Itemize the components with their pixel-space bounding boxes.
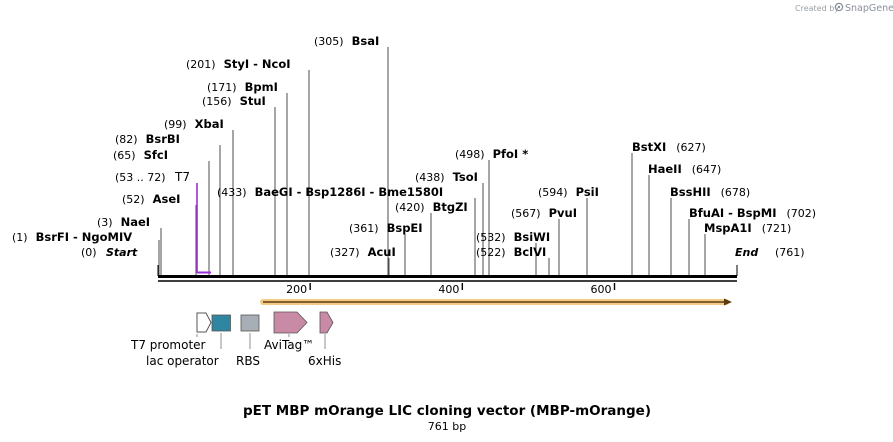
site-label-bstxi[interactable]: BstXI(627) bbox=[632, 140, 706, 154]
site-label-haeii[interactable]: HaeII(647) bbox=[648, 162, 721, 176]
rbs-label: RBS bbox=[236, 354, 260, 368]
site-label-styi[interactable]: (201)StyI - NcoI bbox=[186, 57, 291, 71]
site-label-bsshii[interactable]: BssHII(678) bbox=[670, 185, 750, 199]
site-label-baegi[interactable]: (433)BaeGI - Bsp1286I - Bme1580I bbox=[217, 185, 443, 199]
site-label-xbai[interactable]: (99)XbaI bbox=[164, 117, 224, 131]
primer-range: (53 .. 72) bbox=[115, 171, 166, 184]
site-label-mspa1i[interactable]: MspA1I(721) bbox=[704, 221, 791, 235]
ruler-label: 200 bbox=[286, 283, 307, 296]
site-label-bsrfi[interactable]: (1)BsrFI - NgoMIV bbox=[12, 230, 132, 244]
start-label: Start bbox=[106, 246, 138, 259]
avitag-label: AviTag™ bbox=[264, 338, 314, 352]
site-label-bsrbi[interactable]: (82)BsrBI bbox=[115, 132, 180, 146]
feature-track: T7 promoter lac operator RBS AviTag™ 6xH… bbox=[130, 311, 341, 368]
site-label-psii[interactable]: (594)PsiI bbox=[538, 185, 599, 199]
site-label-bfuai[interactable]: BfuAI - BspMI(702) bbox=[689, 206, 816, 220]
end-position: (761) bbox=[775, 246, 805, 259]
site-label-pvui[interactable]: (567)PvuI bbox=[511, 206, 577, 220]
site-label-acui[interactable]: (327)AcuI bbox=[330, 245, 396, 259]
avitag-feature[interactable] bbox=[273, 311, 308, 334]
site-label-bsiwi[interactable]: (532)BsiWI bbox=[476, 230, 550, 244]
site-label-bpmi[interactable]: (171)BpmI bbox=[207, 80, 278, 94]
site-label-pfoi[interactable]: (498)PfoI * bbox=[455, 147, 528, 161]
site-label-bclvi[interactable]: (522)BclVI bbox=[476, 245, 546, 259]
site-label-tsoi[interactable]: (438)TsoI bbox=[415, 170, 478, 184]
t7-primer[interactable]: (53 .. 72) T7 bbox=[115, 170, 211, 274]
end-label: End bbox=[735, 246, 758, 259]
lac-operator-feature[interactable] bbox=[211, 314, 231, 332]
site-label-naei[interactable]: (3)NaeI bbox=[97, 215, 150, 229]
ruler-label: 600 bbox=[591, 283, 612, 296]
primer-name: T7 bbox=[174, 170, 190, 184]
t7-promoter-label: T7 promoter bbox=[130, 338, 206, 352]
created-by-text: Created by bbox=[795, 4, 839, 13]
6xhis-label: 6xHis bbox=[308, 354, 341, 368]
t7-promoter-feature[interactable] bbox=[196, 312, 212, 333]
site-label-sfci[interactable]: (65)SfcI bbox=[113, 148, 168, 162]
rbs-feature[interactable] bbox=[240, 314, 260, 332]
lac-operator-label: lac operator bbox=[146, 354, 219, 368]
dna-backbone bbox=[158, 275, 737, 282]
snapgene-brand: SnapGene bbox=[845, 3, 893, 14]
site-label-asei[interactable]: (52)AseI bbox=[122, 192, 180, 206]
site-label-btgzi[interactable]: (420)BtgZI bbox=[395, 200, 468, 214]
site-label-stui[interactable]: (156)StuI bbox=[202, 94, 266, 108]
6xhis-feature[interactable] bbox=[319, 311, 334, 334]
site-label-bsai[interactable]: (305)BsaI bbox=[314, 34, 379, 48]
ruler-label: 400 bbox=[438, 283, 459, 296]
start-position: (0) bbox=[81, 246, 97, 259]
map-size: 761 bp bbox=[428, 420, 466, 433]
orf-arrow[interactable] bbox=[260, 298, 732, 306]
snapgene-logo-icon bbox=[834, 2, 844, 12]
site-labels: (1)BsrFI - NgoMIV(3)NaeI (52)AseI (65)SfcI… bbox=[12, 34, 816, 259]
ruler: 200 400 600 bbox=[286, 283, 616, 296]
site-label-bspei[interactable]: (361)BspEI bbox=[349, 221, 423, 235]
cut-site-lines bbox=[158, 47, 706, 275]
map-title: pET MBP mOrange LIC cloning vector (MBP-… bbox=[243, 403, 651, 419]
